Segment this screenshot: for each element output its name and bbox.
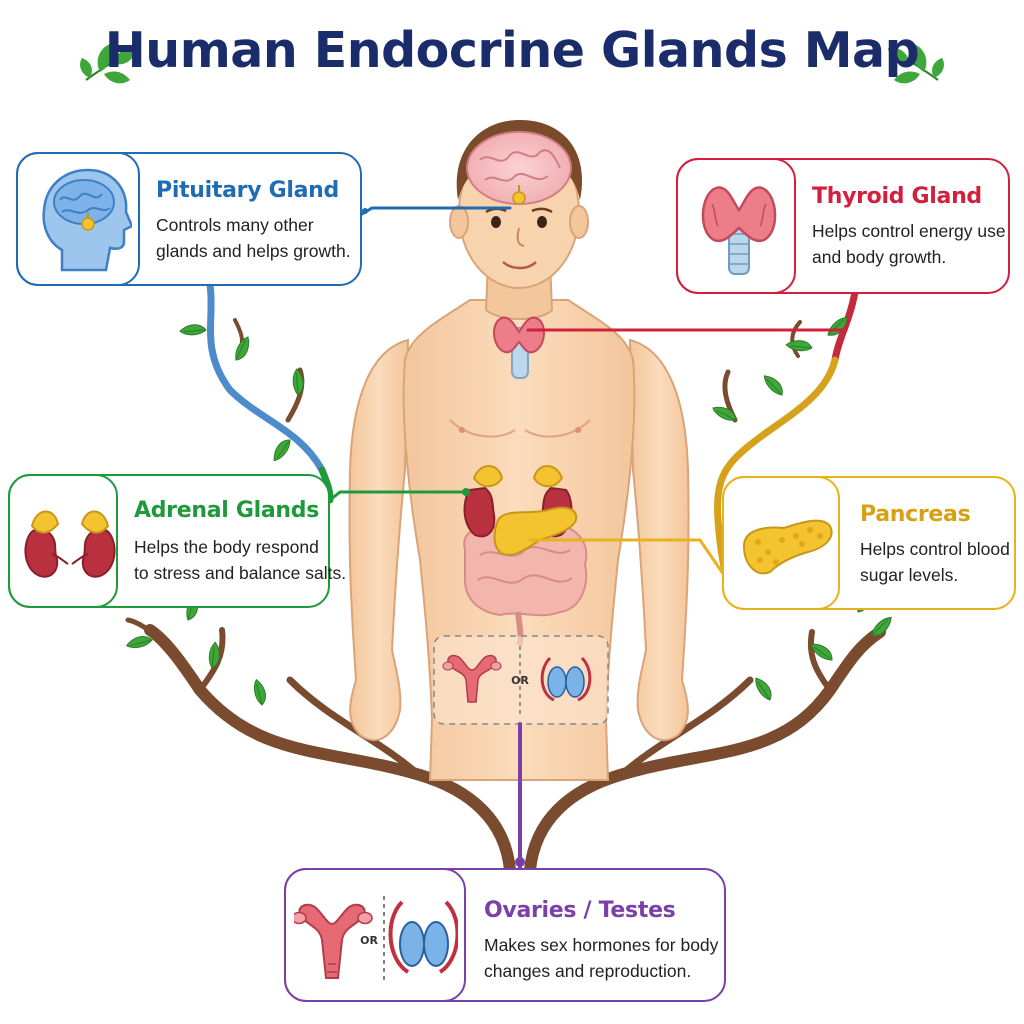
uterus-body-icon	[442, 654, 502, 703]
gonads-card: OR Ovaries / Testes Makes sex hormones f…	[284, 868, 726, 1002]
pituitary-card: Pituitary Gland Controls many other glan…	[16, 152, 362, 286]
thyroid-icon	[701, 186, 777, 275]
pancreas-icon	[742, 519, 833, 575]
uterus-icon	[294, 903, 373, 979]
adrenal-card: Adrenal Glands Helps the body respond to…	[8, 474, 346, 608]
pituitary-vine	[206, 281, 326, 474]
leaf-icon	[267, 437, 296, 462]
pancreas-body-icon	[493, 506, 578, 556]
pancreas-vine	[713, 356, 839, 584]
testes-icon	[388, 900, 458, 974]
leaf-icon	[126, 633, 153, 652]
gonads-icon: OR	[294, 896, 458, 980]
tree-branches	[125, 318, 886, 876]
brain-head-icon	[42, 168, 132, 272]
leaf-icon	[754, 675, 773, 703]
thyroid-card: Thyroid Gland Helps control energy use a…	[676, 158, 1010, 294]
kidneys-icon	[24, 510, 116, 578]
or-label-card: OR	[360, 934, 378, 947]
thyroid-body-icon	[493, 316, 545, 379]
leaf-icon	[250, 679, 269, 706]
adrenal-title: Adrenal Glands	[134, 498, 320, 523]
pituitary-title: Pituitary Gland	[156, 178, 339, 203]
adrenal-connector	[328, 490, 468, 502]
leaf-icon	[785, 333, 814, 358]
pancreas-title: Pancreas	[860, 502, 971, 527]
leaf-icon	[711, 399, 739, 428]
leaf-icon	[179, 319, 208, 341]
title-leaf-left-icon	[80, 44, 136, 84]
page-title: Human Endocrine Glands Map	[104, 22, 920, 79]
thyroid-connector	[526, 316, 852, 332]
leaf-icon	[763, 371, 785, 400]
gonads-title: Ovaries / Testes	[484, 898, 676, 923]
adrenal-description: Helps the body respond to stress and bal…	[134, 537, 347, 583]
human-body: OR	[348, 120, 690, 781]
leaf-icon	[228, 335, 257, 363]
or-label-body: OR	[511, 674, 529, 687]
pancreas-description: Helps control blood sugar levels.	[860, 539, 1010, 585]
thyroid-title: Thyroid Gland	[812, 184, 982, 209]
leaf-icon	[867, 616, 896, 638]
pancreas-card: Pancreas Helps control blood sugar level…	[722, 476, 1016, 610]
title-leaf-right-icon	[888, 44, 944, 84]
testes-body-icon	[540, 656, 592, 702]
thyroid-description: Helps control energy use and body growth…	[812, 221, 1006, 267]
pituitary-description: Controls many other glands and helps gro…	[156, 215, 351, 261]
gonads-description: Makes sex hormones for body changes and …	[484, 935, 719, 981]
pancreas-connector	[528, 538, 728, 580]
leaf-icon	[287, 368, 309, 397]
